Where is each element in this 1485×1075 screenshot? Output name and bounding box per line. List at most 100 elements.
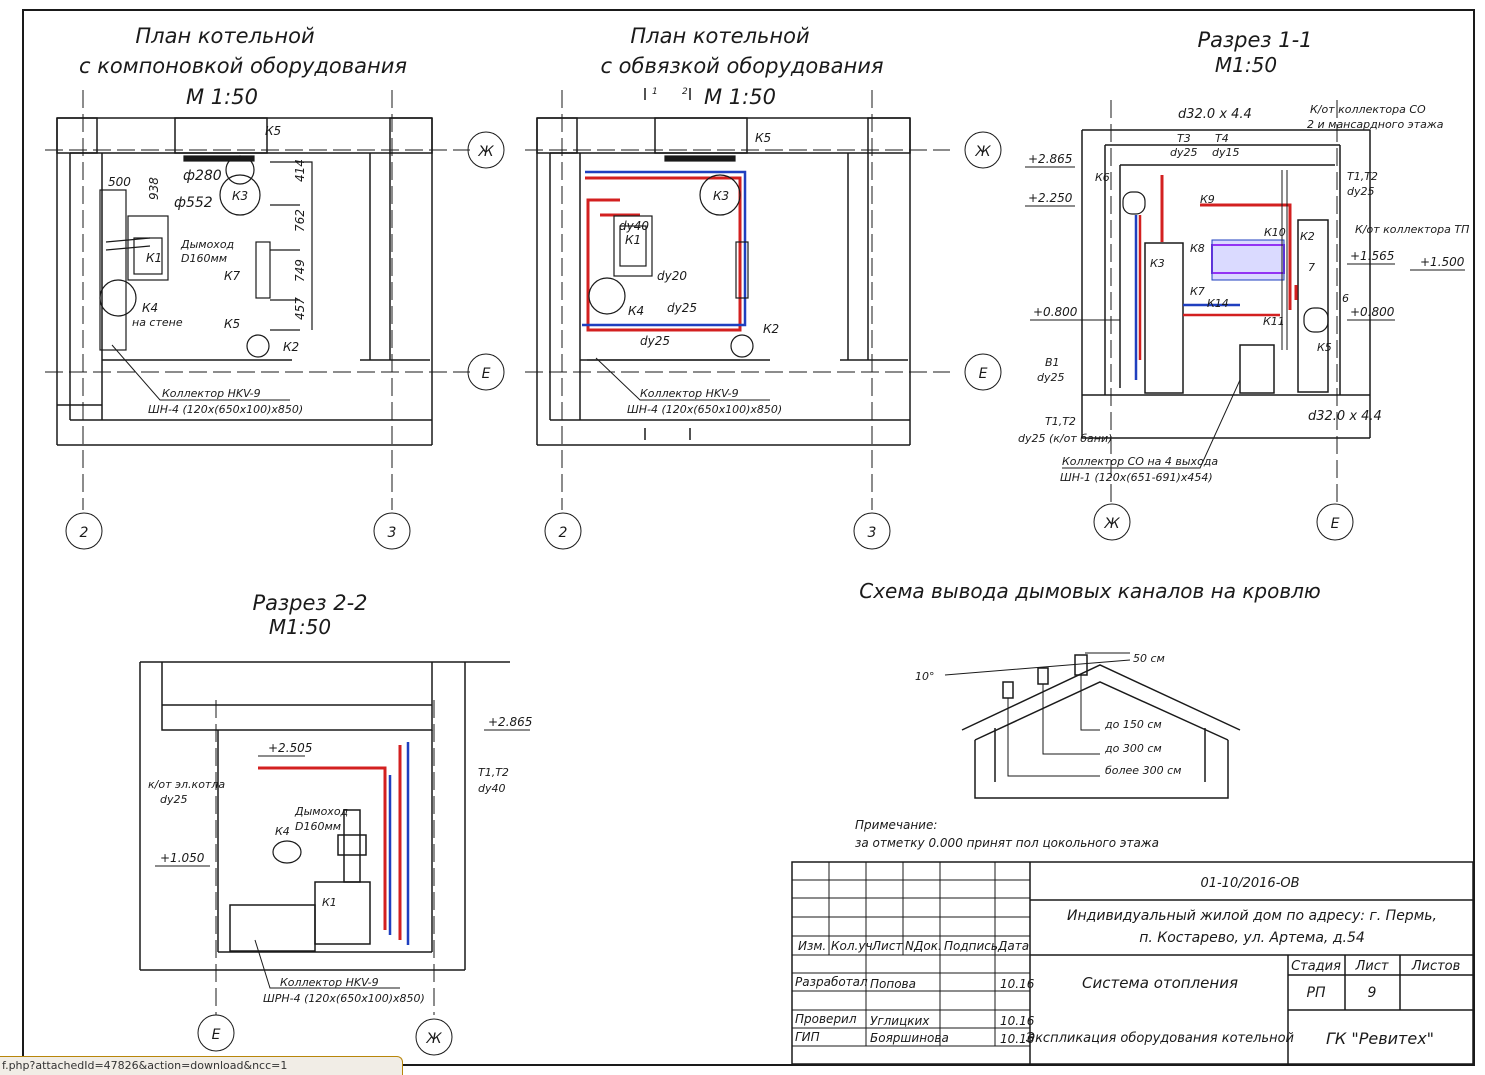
section-1-1-view: Разрез 1-1 М1:50 +2.865 +2. (1018, 28, 1469, 541)
plan1-chimney-label: Дымоход (180, 238, 234, 251)
sec11-d32-bottom: d32.0 х 4.4 (1308, 409, 1382, 424)
sec11-dy25-bath: dy25 (к/от бани) (1018, 432, 1112, 445)
plan1-title-line1: План котельной (135, 24, 314, 48)
stamp-row-date: 10.16 (1000, 977, 1035, 991)
plan2-collector-size: ШН-4 (120х(650х100)х850) (627, 403, 782, 416)
sec11-k11: К11 (1263, 315, 1285, 328)
plan1-title-line2: с компоновкой оборудования (79, 54, 407, 78)
roof-dist-300: до 300 см (1104, 742, 1162, 755)
note-text: за отметку 0.000 принят пол цокольного э… (855, 836, 1159, 850)
plan2-title-line2: с обвязкой оборудования (600, 54, 883, 78)
plan-layout-view: План котельной с компоновкой оборудовани… (45, 24, 505, 550)
plan-piping-view: План котельной с обвязкой оборудования М… (525, 24, 1002, 550)
plan2-k5-label: К5 (755, 131, 771, 145)
sec22-level-marks: +2.865 +2.505 +1.050 (155, 715, 532, 867)
plan1-k4-label: К4 (142, 301, 158, 315)
roof-height-50: 50 см (1133, 652, 1165, 665)
dim-500: 500 (108, 175, 131, 189)
sec22-pipes (258, 742, 410, 945)
dim-938: 938 (147, 177, 161, 200)
stamp-system: Система отопления (1082, 974, 1238, 992)
sec11-scale: М1:50 (1215, 53, 1277, 77)
roof-dist-150: до 150 см (1104, 718, 1162, 731)
sec22-t1t2: Т1,Т2 (478, 766, 509, 779)
stamp-row-name: Попова (870, 977, 916, 991)
sec22-level-3: +1.050 (160, 851, 205, 865)
sec22-scale: М1:50 (269, 615, 331, 639)
plan2-dy20: dy20 (657, 269, 687, 283)
section-2-2-view: Разрез 2-2 М1:50 +2.865 +2.505 +1.050 (139, 591, 532, 1056)
stamp-sheets-header: Листов (1411, 959, 1461, 974)
download-url-status-bar[interactable]: f.php?attachedId=47826&action=download&n… (0, 1056, 403, 1075)
roof-dist-over-300: более 300 см (1105, 764, 1181, 777)
dim-457: 457 (293, 297, 307, 320)
stamp-head-list: Лист (871, 939, 903, 953)
sec22-axis-zh: Ж (425, 1031, 442, 1047)
sec11-dy15: dy15 (1212, 146, 1240, 159)
plan1-axis-e: Е (482, 366, 491, 382)
sec22-title: Разрез 2-2 (252, 591, 367, 615)
sec11-axis-zh: Ж (1103, 516, 1120, 532)
sec11-level-5: +1.500 (1420, 255, 1465, 269)
stamp-row-role: Проверил (795, 1012, 857, 1026)
dim-762: 762 (293, 209, 307, 232)
sec22-collector-label: Коллектор HKV-9 (280, 976, 379, 989)
sec11-k14: К14 (1207, 297, 1229, 310)
stamp-row-name: Бояршинова (870, 1031, 949, 1045)
sec11-k10: К10 (1264, 226, 1286, 239)
sec11-level-1: +2.865 (1028, 152, 1072, 166)
sec11-title: Разрез 1-1 (1197, 28, 1312, 52)
sec11-collector-size: ШН-1 (120х(651-691)х454) (1060, 471, 1213, 484)
stamp-object-line2: п. Костарево, ул. Артема, д.54 (1139, 930, 1365, 946)
sec22-collector-size: ШРН-4 (120х(650х100)х850) (263, 992, 425, 1005)
plan2-scale: М 1:50 (704, 85, 776, 109)
sheet-frame (22, 9, 1475, 1066)
plan1-k3-label: К3 (232, 189, 248, 203)
stamp-row-date: 10.16 (1000, 1032, 1035, 1046)
sec11-b1: В1 (1045, 356, 1060, 369)
sec22-dy40: dy40 (478, 782, 506, 795)
sec11-k6: К6 (1095, 171, 1110, 184)
sec22-level-2: +2.505 (268, 741, 312, 755)
sec11-k5: К5 (1317, 341, 1332, 354)
stamp-row-role: Разработал (795, 975, 868, 989)
stamp-company: ГК "Ревитех" (1326, 1029, 1434, 1048)
sec11-axis-e: Е (1331, 516, 1340, 532)
plan2-axis-2: 2 (559, 525, 568, 541)
stamp-signature-rows: Разработал Попова 10.16 Проверил Углицки… (795, 975, 1035, 1046)
sec11-kco-line1: К/от коллектора СО (1310, 103, 1426, 116)
plan2-k4-label: К4 (628, 304, 644, 318)
sec11-level-marks: +2.865 +2.250 +0.800 +1.565 +1.500 +0.80… (1025, 152, 1465, 321)
plan1-k5-label: К5 (265, 124, 281, 138)
stamp-stage: РП (1307, 985, 1326, 1001)
sec11-pipes (1134, 170, 1298, 380)
plan1-k4-note: на стене (132, 316, 183, 329)
stamp-sheet-number: 9 (1368, 985, 1377, 1001)
stamp-stage-header: Стадия (1291, 959, 1341, 974)
dim-749: 749 (293, 259, 307, 282)
sec22-k1: К1 (322, 896, 337, 909)
plan2-dy25b: dy25 (640, 334, 670, 348)
sec11-level-6: +0.800 (1350, 305, 1395, 319)
sec22-axis-e: Е (212, 1027, 221, 1043)
sec11-t3: Т3 (1177, 132, 1191, 145)
note-title: Примечание: (855, 818, 937, 832)
sec11-k3: К3 (1150, 257, 1165, 270)
sec11-level-2: +2.250 (1028, 191, 1073, 205)
plan2-pipes (582, 170, 747, 332)
sec11-kco-line2: 2 и мансардного этажа (1307, 118, 1444, 131)
plan1-k7-label: К7 (224, 269, 241, 283)
plan2-k1-label: К1 (625, 233, 641, 247)
plan1-k5b-label: К5 (224, 317, 240, 331)
sec22-kel-line2: dy25 (160, 793, 188, 806)
stamp-object-line1: Индивидуальный жилой дом по адресу: г. П… (1067, 908, 1437, 924)
plan1-collector-size: ШН-4 (120х(650х100)х850) (148, 403, 303, 416)
plan2-dy25a: dy25 (667, 301, 697, 315)
sec22-kel-line1: к/от эл.котла (148, 778, 225, 791)
stamp-sheet-title: Экспликация оборудования котельной (1025, 1031, 1294, 1046)
title-block: 01-10/2016-ОВ Индивидуальный жилой дом п… (791, 861, 1474, 1065)
plan1-collector-label: Коллектор HKV-9 (162, 387, 261, 400)
status-url-text: f.php?attachedId=47826&action=download&n… (2, 1059, 288, 1072)
plan1-scale: М 1:50 (186, 85, 258, 109)
